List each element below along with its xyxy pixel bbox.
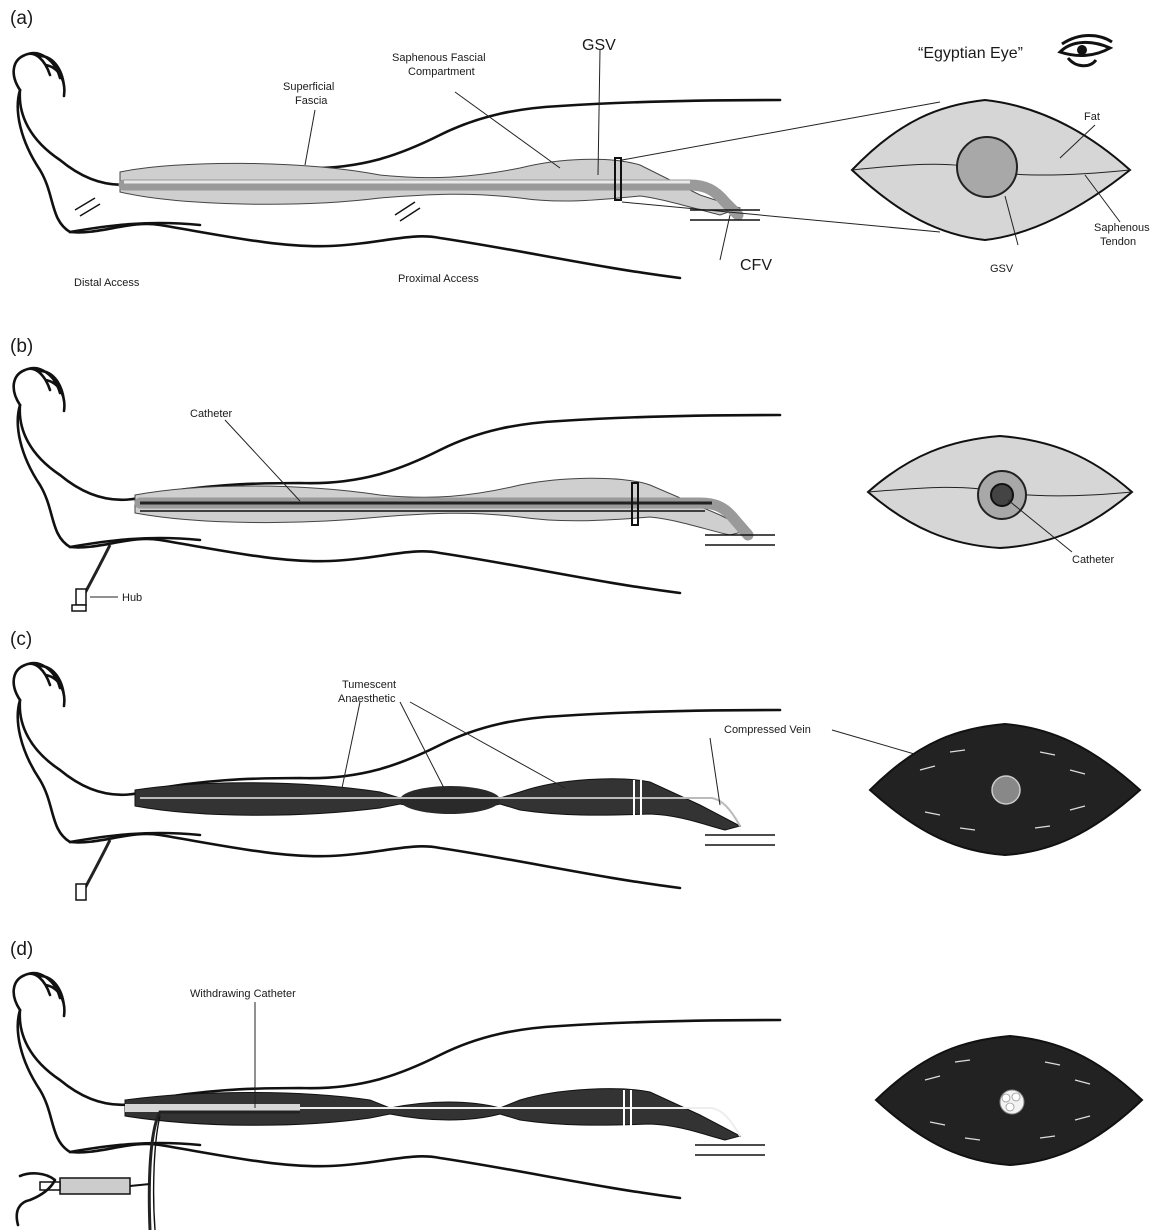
cross-section-b <box>868 436 1132 552</box>
gsv-label: GSV <box>582 37 616 54</box>
leg-illustration-c <box>14 663 780 900</box>
syringe-icon <box>40 1178 150 1194</box>
cross-section-a <box>852 36 1130 246</box>
saphenous-tendon-label-1: Saphenous <box>1094 222 1150 234</box>
panel-d: (d) Withdrawing Catheter <box>10 939 1142 1230</box>
superficial-fascia-label-1: Superficial <box>283 81 334 93</box>
hand-icon <box>17 1173 55 1225</box>
distal-access-label: Distal Access <box>74 277 140 289</box>
leg-illustration-a <box>14 50 940 278</box>
saphenous-compartment-label-2: Compartment <box>408 66 475 78</box>
leg-illustration-b <box>14 368 780 611</box>
proximal-access-label: Proximal Access <box>398 273 479 285</box>
cross-section-d <box>876 1036 1142 1165</box>
egyptian-eye-icon <box>1060 36 1112 66</box>
saphenous-compartment-label-1: Saphenous Fascial <box>392 52 486 64</box>
withdrawing-catheter-label: Withdrawing Catheter <box>190 988 296 1000</box>
panel-c-label: (c) <box>10 629 32 650</box>
saphenous-tendon-label-2: Tendon <box>1100 236 1136 248</box>
withdrawing-catheter-line <box>149 1112 300 1230</box>
panel-b-label: (b) <box>10 336 33 357</box>
fat-label: Fat <box>1084 111 1100 123</box>
compressed-vein-label: Compressed Vein <box>724 724 811 736</box>
egyptian-eye-label: “Egyptian Eye” <box>918 45 1023 62</box>
coagulated-vein-icon <box>1000 1090 1024 1114</box>
tumescent-label-1: Tumescent <box>342 679 396 691</box>
hub-icon <box>72 589 86 611</box>
hub-label: Hub <box>122 592 142 604</box>
superficial-fascia-label-2: Fascia <box>295 95 328 107</box>
leg-illustration-d <box>14 973 780 1230</box>
panel-d-label: (d) <box>10 939 33 960</box>
tumescent-label-2: Anaesthetic <box>338 693 396 705</box>
panel-a-label: (a) <box>10 8 33 29</box>
panel-a: (a) Superficial Fascia Saphenou <box>10 8 1150 289</box>
gsv-cross-label: GSV <box>990 263 1014 275</box>
cross-section-c <box>870 724 1140 855</box>
panel-b: (b) Catheter Hub Catheter <box>10 336 1132 611</box>
panel-c: (c) Tumescent Anaesthetic Compressed Vei… <box>10 629 1140 900</box>
cfv-label: CFV <box>740 257 772 274</box>
catheter-cross-label: Catheter <box>1072 554 1115 566</box>
catheter-label: Catheter <box>190 408 233 420</box>
